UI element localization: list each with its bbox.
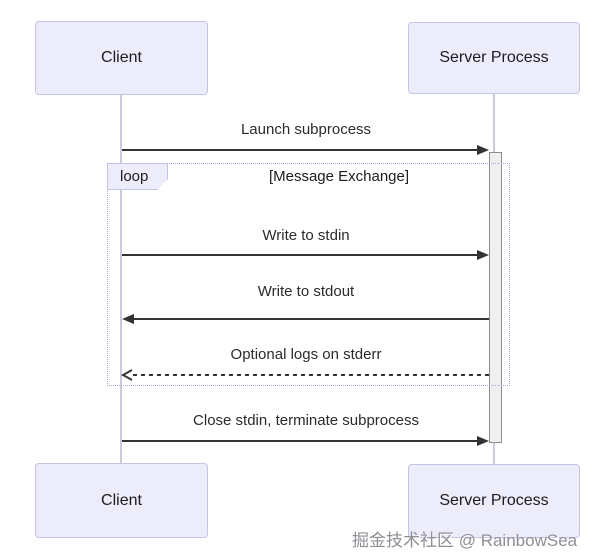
activation-bar-server	[489, 152, 502, 443]
arrow-line-close-stdin	[122, 440, 477, 442]
arrow-line-optional-logs-stderr	[133, 374, 489, 376]
loop-tab: loop	[107, 163, 168, 190]
actor-server-top: Server Process	[408, 22, 580, 94]
actor-client-top-label: Client	[101, 49, 142, 66]
arrow-line-write-to-stdin	[122, 254, 477, 256]
arrow-line-write-to-stdout	[134, 318, 489, 320]
actor-client-bottom: Client	[35, 463, 208, 538]
arrowhead-right-icon	[477, 145, 489, 155]
actor-server-top-label: Server Process	[439, 49, 549, 66]
message-label-close-stdin: Close stdin, terminate subprocess	[193, 412, 419, 429]
loop-title: [Message Exchange]	[268, 168, 410, 185]
actor-client-bottom-label: Client	[101, 491, 142, 509]
message-label-write-to-stdin: Write to stdin	[262, 227, 350, 244]
arrowhead-right-icon	[477, 436, 489, 446]
message-label-launch-subprocess: Launch subprocess	[240, 121, 372, 138]
loop-frame	[107, 163, 510, 386]
arrowhead-right-icon	[477, 250, 489, 260]
actor-server-bottom-label: Server Process	[439, 492, 549, 509]
arrowhead-left-icon	[122, 314, 134, 324]
message-label-optional-logs-stderr: Optional logs on stderr	[230, 346, 382, 363]
arrow-line-launch-subprocess	[122, 149, 477, 151]
message-label-write-to-stdout: Write to stdout	[257, 283, 355, 300]
actor-server-bottom: Server Process	[408, 464, 580, 538]
watermark: 掘金技术社区 @ RainbowSea	[352, 531, 578, 550]
actor-client-top: Client	[35, 21, 208, 95]
arrowhead-open-left-icon	[120, 368, 134, 382]
lifeline-client	[120, 95, 122, 463]
loop-tab-label: loop	[120, 168, 149, 185]
